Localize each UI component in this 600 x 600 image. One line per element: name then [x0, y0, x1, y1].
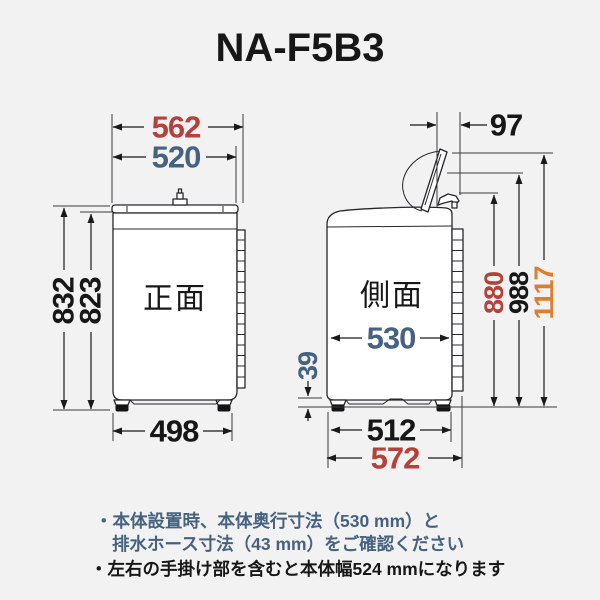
note-line-2: 排水ホース寸法（43 mm）をご確認ください [112, 534, 464, 554]
front-body-width-value: 520 [152, 140, 201, 175]
drain-hose-side [451, 228, 464, 392]
notes: ・本体設置時、本体奥行寸法（530 mm）と 排水ホース寸法（43 mm）をご確… [90, 511, 505, 579]
dim-side-overall-depth: 572 [326, 441, 463, 476]
side-overall-depth-value: 572 [371, 441, 420, 476]
front-view: 正面 562 520 832 [48, 110, 246, 449]
height-lid-open-value: 1117 [529, 266, 559, 319]
side-base-height-value: 39 [293, 351, 323, 380]
front-body-height-value: 823 [75, 277, 108, 324]
front-top-lid [111, 204, 239, 214]
dim-front-overall-height: 832 [48, 207, 81, 410]
dim-height-inlet: 880 [479, 194, 509, 407]
front-view-label: 正面 [143, 283, 207, 316]
note-line-1: ・本体設置時、本体奥行寸法（530 mm）と [95, 511, 440, 531]
front-overall-height-value: 832 [48, 277, 81, 324]
dim-height-mid: 988 [504, 174, 534, 407]
dim-height-lid-open: 1117 [529, 154, 559, 407]
dim-front-body-height: 823 [75, 213, 108, 410]
side-body-depth-value: 530 [367, 321, 416, 356]
lid-swing-arc [402, 150, 441, 212]
side-view-label: 側面 [360, 280, 424, 313]
side-feet-depth-value: 512 [367, 413, 416, 448]
height-mid-value: 988 [504, 271, 534, 314]
side-machine-drawing: 側面 [326, 148, 464, 412]
side-lid-gap-value: 97 [490, 108, 522, 143]
side-view: 側面 97 530 39 [293, 108, 559, 476]
front-feet-and-base [113, 399, 233, 412]
dim-side-feet-depth: 512 [330, 413, 452, 448]
model-title: NA-F5B3 [216, 26, 385, 70]
side-panel-line [326, 225, 453, 228]
height-inlet-value: 880 [479, 272, 509, 314]
dim-side-base-height: 39 [293, 351, 323, 421]
open-lid [420, 148, 448, 213]
dim-front-body-width: 520 [112, 140, 237, 175]
note-line-3: ・左右の手掛け部を含むと本体幅524 mmになります [90, 559, 505, 579]
dim-front-overall-width: 562 [112, 110, 244, 145]
dim-side-body-depth: 530 [330, 321, 450, 356]
front-machine-drawing: 正面 [111, 188, 246, 412]
front-feet-width-value: 498 [150, 414, 199, 449]
dim-front-feet-width: 498 [112, 414, 233, 449]
water-inlet-fitting-front [172, 188, 188, 206]
dim-side-lid-gap: 97 [410, 108, 523, 143]
water-inlet-fitting-side [437, 193, 460, 209]
front-overall-width-value: 562 [152, 110, 201, 145]
drain-hose-front [236, 229, 246, 389]
